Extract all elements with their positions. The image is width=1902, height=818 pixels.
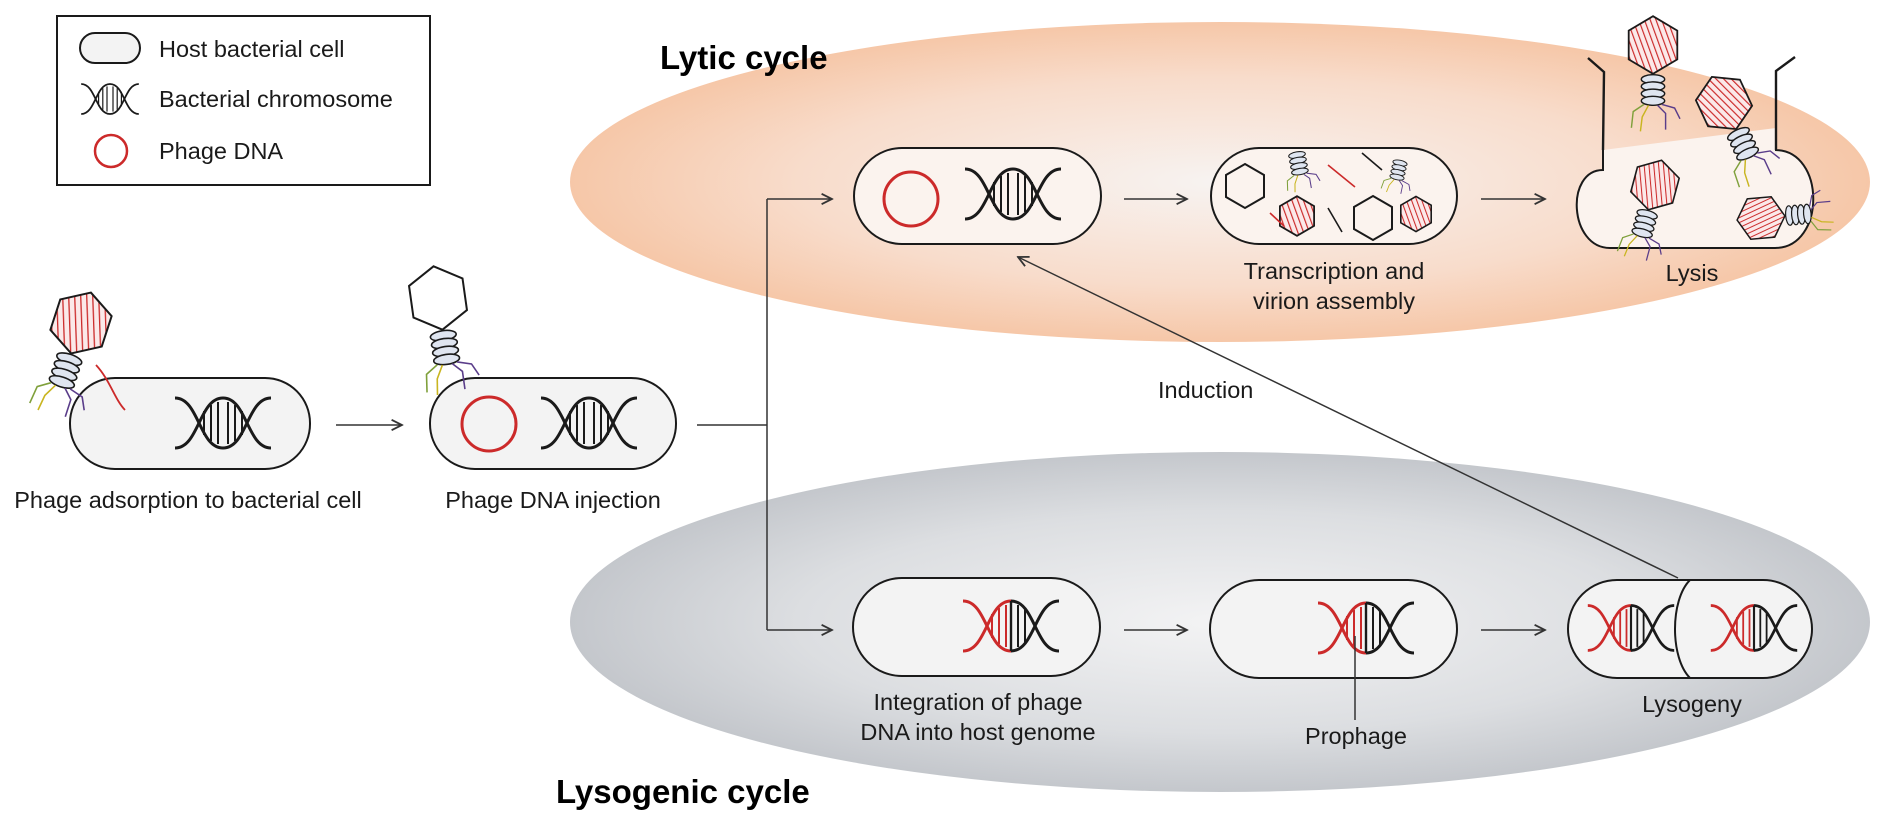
- lytic-cell-assembly: [1210, 147, 1458, 245]
- caption-lysogeny: Lysogeny: [1642, 691, 1742, 717]
- legend: [56, 15, 431, 186]
- lysogeny-dividing-cells: [1567, 579, 1813, 679]
- lytic-cycle-title: Lytic cycle: [660, 39, 828, 76]
- caption-adsorption: Phage adsorption to bacterial cell: [14, 487, 362, 513]
- caption-integration-line2: DNA into host genome: [860, 719, 1096, 745]
- adsorption-cell: [24, 283, 311, 470]
- empty-phage-icon: [405, 261, 483, 398]
- circle-dna-icon: [93, 133, 129, 169]
- cell-icon: [79, 32, 141, 64]
- caption-lysis: Lysis: [1665, 260, 1719, 286]
- caption-induction: Induction: [1158, 377, 1254, 403]
- legend-label-chromosome: Bacterial chromosome: [159, 86, 393, 112]
- caption-integration-line1: Integration of phage: [873, 689, 1083, 715]
- lysogenic-cycle-title: Lysogenic cycle: [556, 773, 810, 810]
- legend-label-host-cell: Host bacterial cell: [159, 36, 345, 62]
- branch-lines: [697, 199, 832, 630]
- lysogenic-cell-integration: [852, 577, 1101, 677]
- lysis-cell: [1575, 15, 1836, 267]
- induction-arrow: [1018, 257, 1679, 579]
- lysogenic-cell-prophage: [1209, 579, 1458, 720]
- caption-prophage: Prophage: [1305, 723, 1407, 749]
- lytic-cell-replication: [853, 147, 1102, 245]
- caption-transcription-line2: virion assembly: [1253, 288, 1415, 314]
- legend-label-phage-dna: Phage DNA: [159, 138, 284, 164]
- injection-cell: [405, 261, 677, 470]
- caption-transcription-line1: Transcription and: [1243, 258, 1425, 284]
- caption-injection: Phage DNA injection: [445, 487, 661, 513]
